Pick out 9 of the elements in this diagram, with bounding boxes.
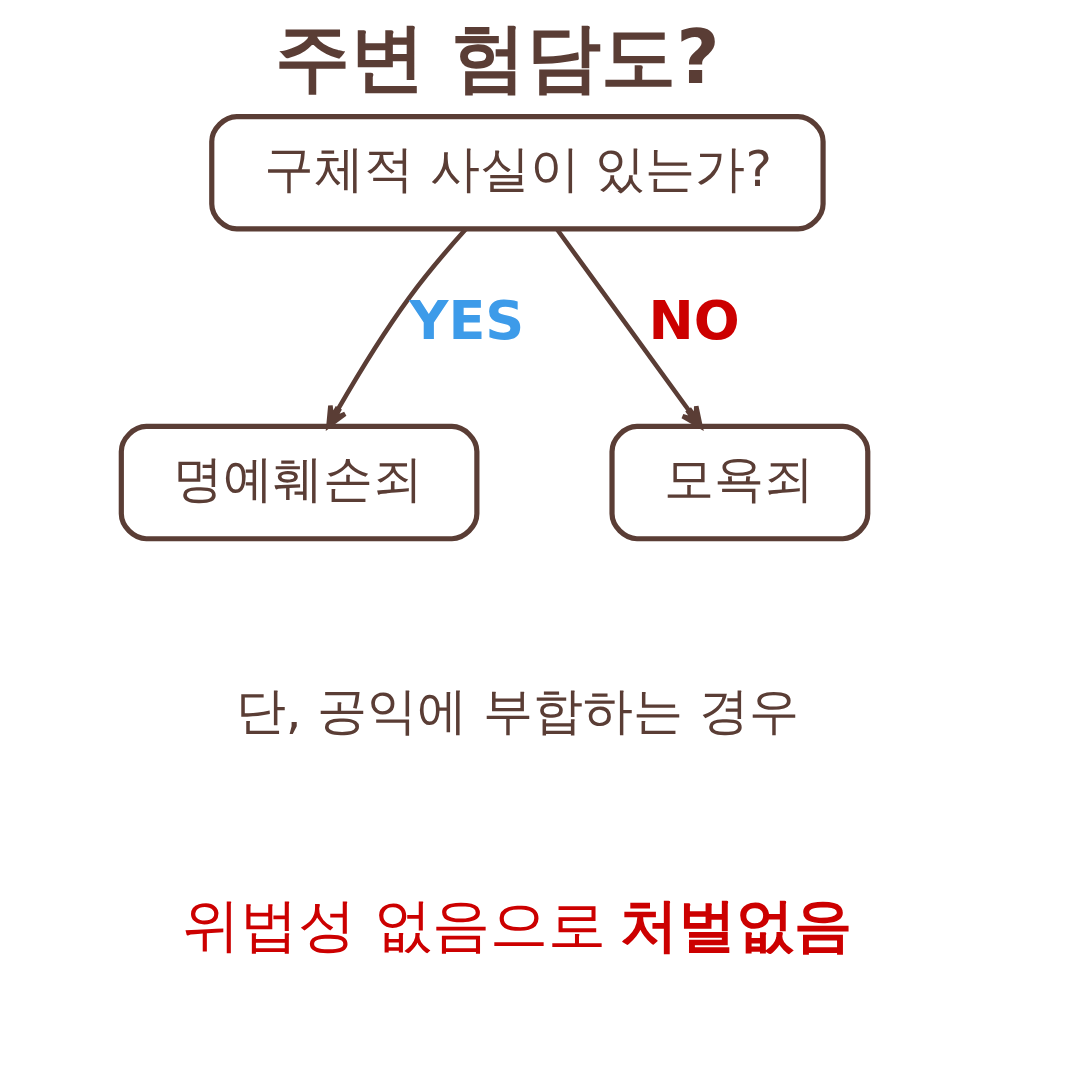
edge-label: YES (408, 288, 524, 352)
arrow (554, 228, 703, 429)
node-box: 모욕죄 (608, 423, 870, 542)
label: 단, 공익에 부합하는 경우 (235, 682, 799, 741)
node-box: 구체적 사실이 있는가? (208, 114, 826, 232)
label: 위법성 없음으로 처벌없음 (181, 891, 852, 960)
diagram-title: 주변 험담도? (274, 13, 720, 101)
node-box: 명예훼손죄 (118, 423, 479, 542)
edge-label: NO (647, 288, 740, 352)
